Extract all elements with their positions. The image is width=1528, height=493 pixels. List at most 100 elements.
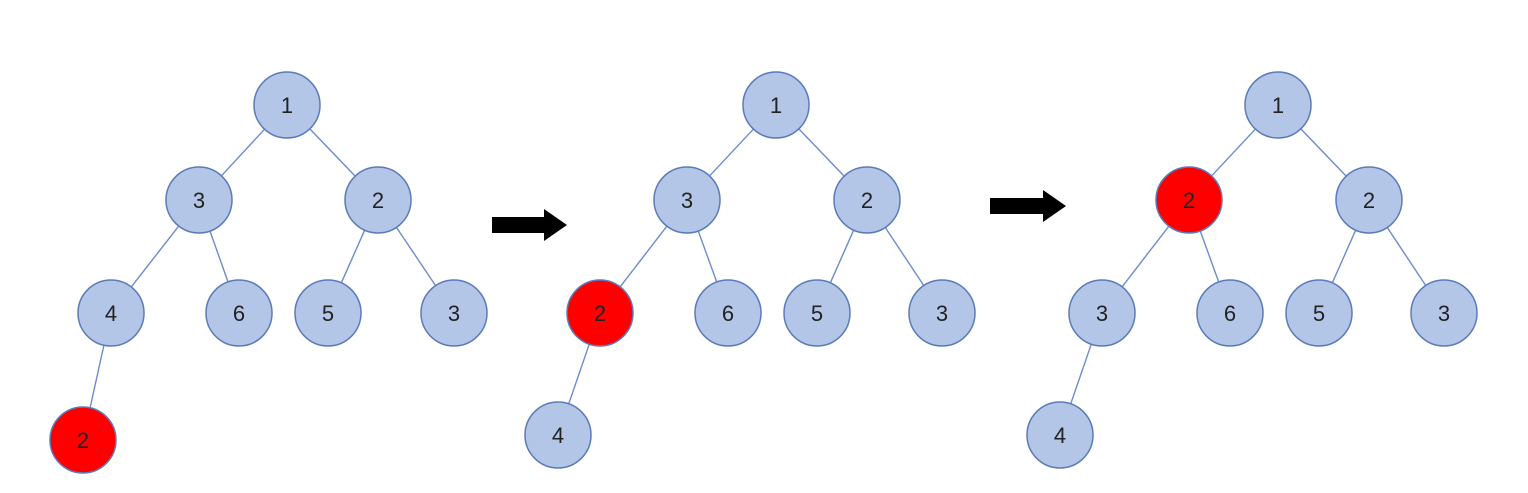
tree-nodes: 1 3 2 4 6 5 3 2 — [49, 71, 488, 474]
tree-node-highlighted: 2 — [49, 406, 117, 474]
tree-edge — [619, 225, 668, 288]
tree-edge — [395, 226, 437, 287]
tree-edge — [209, 230, 229, 283]
tree-node: 3 — [1068, 279, 1136, 347]
tree-node-highlighted: 2 — [566, 279, 634, 347]
tree-edge — [1199, 230, 1220, 283]
node-circle — [1155, 166, 1223, 234]
node-label: 4 — [552, 423, 564, 448]
node-circle — [653, 166, 721, 234]
tree-node-highlighted: 2 — [1155, 166, 1223, 234]
tree-node: 5 — [783, 279, 851, 347]
tree-edge — [130, 225, 180, 288]
node-circle — [294, 279, 362, 347]
tree-node: 5 — [1285, 279, 1353, 347]
tree-edge — [340, 229, 366, 284]
tree-edge — [220, 128, 266, 177]
tree-edge — [309, 128, 356, 177]
node-circle — [1285, 279, 1353, 347]
tree-node: 6 — [1196, 279, 1264, 347]
tree-edge — [709, 128, 754, 177]
tree-step-1: 1 3 2 4 6 5 3 2 — [49, 71, 488, 474]
tree-node: 4 — [77, 279, 145, 347]
node-label: 4 — [1054, 423, 1066, 448]
tree-nodes: 1 3 2 2 6 5 3 4 — [524, 71, 976, 469]
node-label: 5 — [322, 301, 334, 326]
node-circle — [49, 406, 117, 474]
tree-node: 2 — [833, 166, 901, 234]
tree-edge — [1300, 128, 1347, 177]
tree-node: 3 — [1410, 279, 1478, 347]
node-label: 1 — [770, 93, 782, 118]
node-label: 6 — [233, 301, 245, 326]
tree-edges — [1070, 128, 1427, 405]
tree-edges — [89, 128, 437, 408]
tree-edge — [89, 345, 105, 408]
tree-edge — [568, 343, 590, 405]
node-label: 5 — [1313, 301, 1325, 326]
node-circle — [1068, 279, 1136, 347]
node-label: 6 — [1224, 301, 1236, 326]
tree-node: 3 — [420, 279, 488, 347]
tree-node: 4 — [1026, 401, 1094, 469]
node-circle — [833, 166, 901, 234]
tree-node: 1 — [253, 71, 321, 139]
node-circle — [1410, 279, 1478, 347]
node-circle — [908, 279, 976, 347]
tree-edge — [1386, 227, 1427, 286]
tree-node: 3 — [165, 166, 233, 234]
tree-edge — [798, 128, 845, 177]
tree-node: 3 — [908, 279, 976, 347]
tree-edge — [829, 229, 855, 284]
node-label: 2 — [1363, 188, 1375, 213]
tree-step-2: 1 3 2 2 6 5 3 4 — [524, 71, 976, 469]
node-circle — [165, 166, 233, 234]
tree-node: 3 — [653, 166, 721, 234]
node-label: 2 — [77, 428, 89, 453]
right-arrow-icon — [492, 209, 567, 241]
tree-edge — [884, 227, 925, 286]
tree-step-3: 1 2 2 3 6 5 3 4 — [1026, 71, 1478, 469]
tree-nodes: 1 2 2 3 6 5 3 4 — [1026, 71, 1478, 469]
node-circle — [524, 401, 592, 469]
node-label: 4 — [105, 301, 117, 326]
tree-node: 6 — [205, 279, 273, 347]
node-label: 2 — [594, 301, 606, 326]
tree-node: 2 — [1335, 166, 1403, 234]
tree-node: 6 — [694, 279, 762, 347]
tree-edge — [1211, 128, 1256, 177]
right-arrow-icon — [990, 190, 1066, 222]
tree-edge — [1121, 225, 1170, 288]
node-label: 1 — [1272, 93, 1284, 118]
node-circle — [694, 279, 762, 347]
node-label: 3 — [1438, 301, 1450, 326]
tree-node: 4 — [524, 401, 592, 469]
node-label: 3 — [936, 301, 948, 326]
node-circle — [566, 279, 634, 347]
node-label: 3 — [681, 188, 693, 213]
tree-node: 5 — [294, 279, 362, 347]
node-label: 3 — [1096, 301, 1108, 326]
node-circle — [1335, 166, 1403, 234]
node-circle — [77, 279, 145, 347]
tree-edge — [1070, 343, 1092, 405]
tree-node: 1 — [742, 71, 810, 139]
node-label: 2 — [372, 188, 384, 213]
node-circle — [742, 71, 810, 139]
node-label: 6 — [722, 301, 734, 326]
node-label: 3 — [448, 301, 460, 326]
node-circle — [205, 279, 273, 347]
node-circle — [1196, 279, 1264, 347]
node-label: 3 — [193, 188, 205, 213]
node-circle — [344, 166, 412, 234]
tree-node: 2 — [344, 166, 412, 234]
node-circle — [253, 71, 321, 139]
node-circle — [783, 279, 851, 347]
node-label: 1 — [281, 93, 293, 118]
node-label: 5 — [811, 301, 823, 326]
node-label: 2 — [861, 188, 873, 213]
node-circle — [1026, 401, 1094, 469]
node-label: 2 — [1183, 188, 1195, 213]
tree-edge — [697, 230, 718, 283]
